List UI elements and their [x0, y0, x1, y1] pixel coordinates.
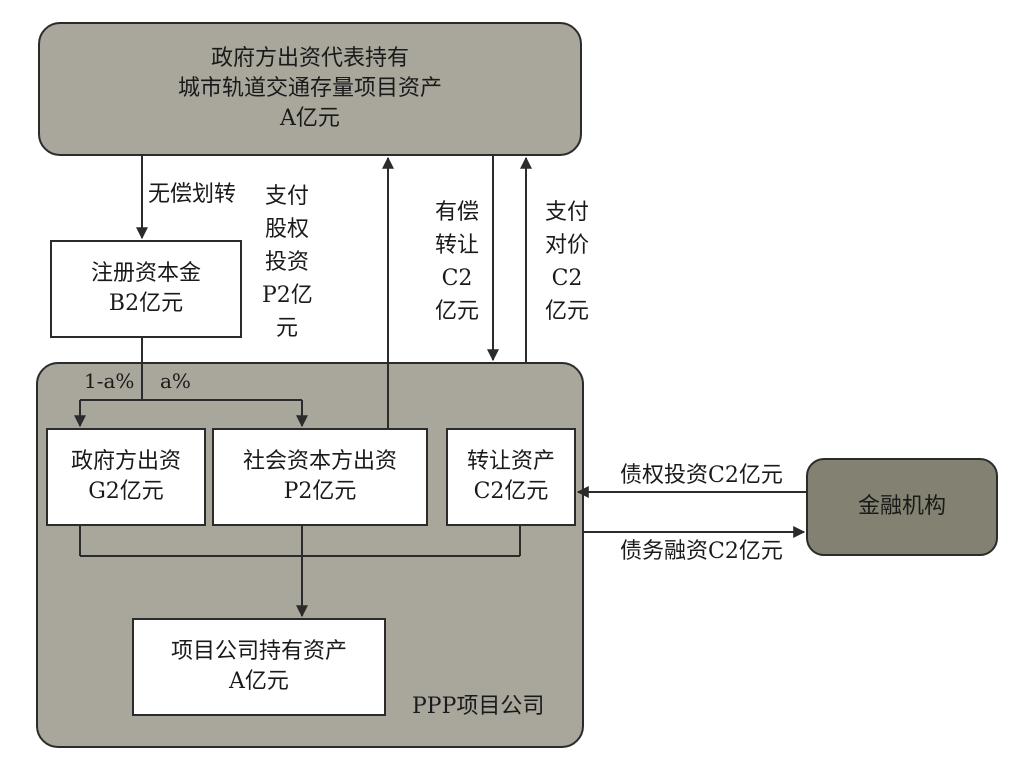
equity-payment-line: 元 — [275, 316, 298, 341]
government-holder-box: 政府方出资代表持有 城市轨道交通存量项目资产 A亿元 — [38, 22, 582, 156]
government-holder-line-2: 城市轨道交通存量项目资产 — [177, 76, 442, 101]
government-holder-line-1: 政府方出资代表持有 — [210, 46, 409, 71]
registered-capital-line-2: B2亿元 — [108, 291, 184, 316]
ppp-company-label: PPP项目公司 — [412, 694, 545, 719]
equity-payment-label: 支付 股权 投资 P2亿 元 — [262, 180, 313, 345]
registered-capital-box: 注册资本金 B2亿元 — [50, 240, 242, 338]
financial-institution-label: 金融机构 — [857, 494, 946, 519]
consideration-line: C2 — [551, 266, 583, 291]
company-assets-line-2: A亿元 — [229, 669, 289, 694]
debt-financing-label: 债务融资C2亿元 — [620, 539, 783, 564]
consideration-line: 支付 — [544, 200, 589, 225]
transferred-assets-box: 转让资产 C2亿元 — [446, 428, 576, 526]
consideration-line: 对价 — [544, 233, 589, 258]
consideration-line: 亿元 — [544, 299, 589, 324]
company-assets-box: 项目公司持有资产 A亿元 — [132, 618, 386, 716]
financial-institution-box: 金融机构 — [806, 458, 998, 556]
social-capital-line-2: P2亿元 — [283, 479, 357, 504]
company-assets-line-1: 项目公司持有资产 — [170, 639, 347, 664]
paid-transfer-label: 有偿 转让 C2 亿元 — [432, 196, 482, 328]
gov-contribution-line-2: G2亿元 — [88, 479, 164, 504]
debt-investment-label: 债权投资C2亿元 — [620, 463, 783, 488]
gov-contribution-box: 政府方出资 G2亿元 — [46, 428, 206, 526]
social-capital-box: 社会资本方出资 P2亿元 — [212, 428, 428, 526]
equity-payment-line: 投资 — [264, 250, 309, 275]
free-transfer-label: 无偿划转 — [148, 182, 237, 207]
split-left-label: 1-a% — [84, 369, 135, 393]
equity-payment-line: 股权 — [264, 217, 309, 242]
social-capital-line-1: 社会资本方出资 — [242, 449, 397, 474]
consideration-label: 支付 对价 C2 亿元 — [542, 196, 592, 328]
paid-transfer-line: 有偿 — [434, 200, 479, 225]
equity-payment-line: P2亿 — [262, 283, 313, 308]
gov-contribution-line-1: 政府方出资 — [70, 449, 181, 474]
paid-transfer-line: 转让 — [434, 233, 479, 258]
transferred-assets-line-2: C2亿元 — [473, 479, 549, 504]
split-right-label: a% — [160, 369, 191, 393]
paid-transfer-line: 亿元 — [434, 299, 479, 324]
registered-capital-line-1: 注册资本金 — [90, 261, 201, 286]
transferred-assets-line-1: 转让资产 — [466, 449, 555, 474]
paid-transfer-line: C2 — [441, 266, 473, 291]
equity-payment-line: 支付 — [264, 184, 309, 209]
government-holder-line-3: A亿元 — [280, 106, 340, 131]
